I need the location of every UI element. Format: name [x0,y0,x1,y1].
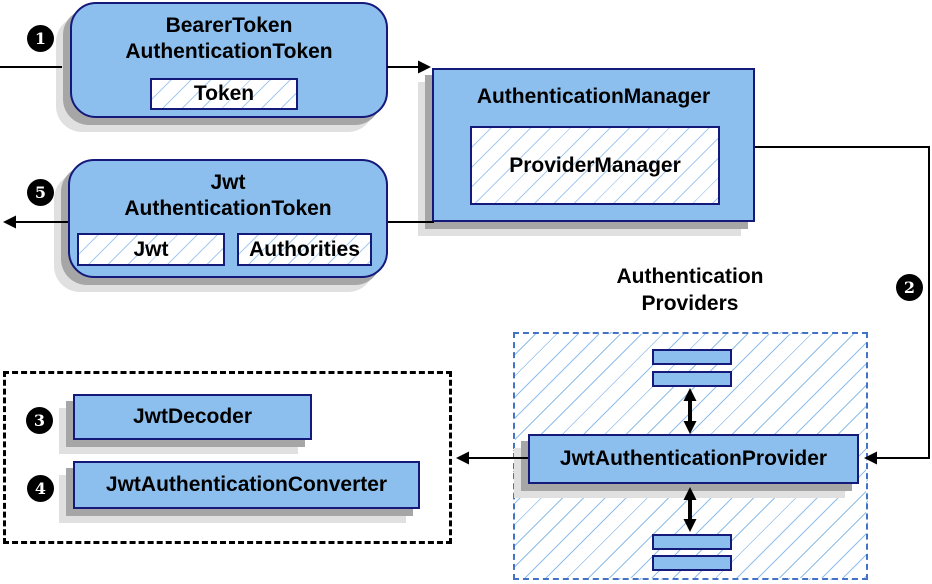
step-1-number: 1 [34,29,47,48]
step-5-number: 5 [34,183,47,202]
step-2-badge: 2 [896,274,923,301]
step-4-number: 4 [34,479,47,498]
jwt-authentication-converter-title: JwtAuthenticationConverter [105,473,388,496]
step-4-badge: 4 [27,475,54,502]
provider-slot-rect [652,555,732,571]
arrowhead-into-manager [418,60,431,74]
jwt-chip-label: Jwt [133,237,169,261]
provider-manager-chip: ProviderManager [470,126,720,205]
jwt-authentication-converter-box: JwtAuthenticationConverter [73,461,420,509]
jwt-token-title-line1: Jwt [210,171,246,194]
provider-slot-rect [652,534,732,550]
authentication-manager-box: AuthenticationManager ProviderManager [432,68,755,222]
jwt-authentication-provider-title: JwtAuthenticationProvider [559,447,828,470]
jwt-decoder-box: JwtDecoder [73,394,312,440]
step-3-badge: 3 [26,407,53,434]
bearer-token-title-line1: BearerToken [165,14,293,37]
authorities-chip: Authorities [237,233,372,266]
jwt-processing-group [3,371,452,544]
provider-slot-rect [652,371,732,387]
step-5-badge: 5 [27,179,54,206]
authentication-providers-label-line2: Providers [641,292,739,315]
step-3-number: 3 [33,411,46,430]
jwt-decoder-title: JwtDecoder [132,405,253,428]
bearer-token-title-line2: AuthenticationToken [125,40,333,63]
token-chip-label: Token [193,82,255,105]
authentication-manager-title: AuthenticationManager [476,85,711,108]
jwt-authentication-provider-box: JwtAuthenticationProvider [528,434,859,484]
jwt-token-title-line2: AuthenticationToken [124,197,332,220]
arrowhead-outgoing-left [3,215,16,229]
arrowhead-into-processing-group [456,451,469,465]
token-chip: Token [150,78,298,110]
provider-slot-rect [652,349,732,365]
authorities-chip-label: Authorities [249,237,360,261]
provider-manager-chip-label: ProviderManager [509,153,681,177]
jwt-chip: Jwt [77,233,225,266]
step-2-number: 2 [903,278,916,297]
authentication-providers-label-line1: Authentication [616,265,764,288]
step-1-badge: 1 [27,25,54,52]
